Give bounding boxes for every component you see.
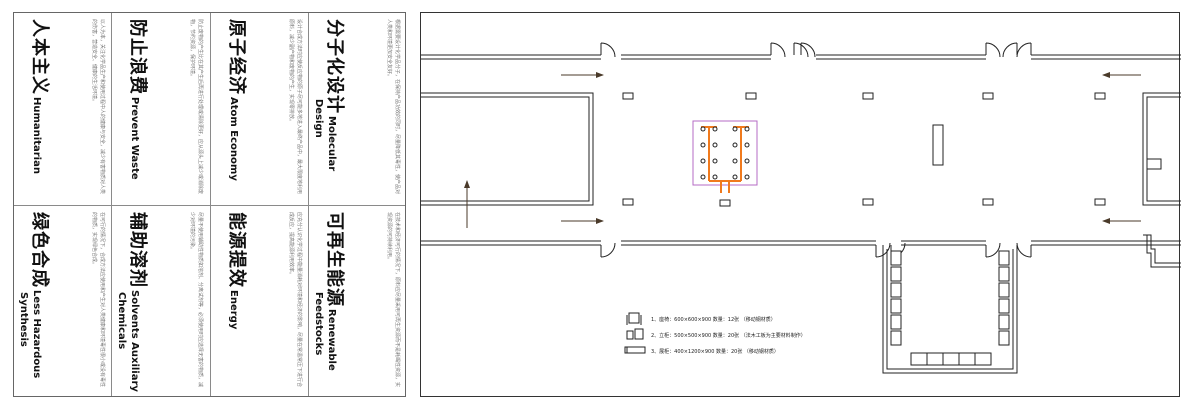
principle-title: 能源提效Energy	[226, 212, 247, 330]
principle-card-energy: 应充分认识化学过程中能量消耗对环境和经济的影响，尽量在常温常压下进行合成反应，提…	[211, 206, 309, 398]
principle-description: 尽量不使用辅助性物质如溶剂、分离试剂等，必须使用时应选择无害的物质，减少对环境的…	[189, 212, 203, 388]
display-cabinet	[890, 250, 1010, 366]
chair-icon	[626, 312, 642, 325]
principle-card-renewable-feedstocks: 在技术和经济可行的情况下，原料应尽量采用可再生资源而不是耗竭性资源，实现资源的可…	[309, 206, 407, 398]
principle-description: 以人为本，关注化学品生产和使用过程中人的健康与安全，减少有害物质对人类的伤害，营…	[91, 19, 105, 195]
board-divider	[308, 13, 309, 396]
flow-arrow-icon	[464, 72, 1141, 228]
lower-wall	[421, 240, 1181, 246]
showcase-icon	[624, 346, 646, 354]
principle-card-humanitarian: 以人为本，关注化学品生产和使用过程中人的健康与安全，减少有害物质对人类的伤害，营…	[14, 13, 112, 205]
principle-description: 设计合成方法时应使反应物的原子尽可能多地进入最终产品中，最大限度地利用原料，减少…	[288, 19, 302, 195]
pipe-network	[701, 126, 749, 193]
door-icon	[600, 42, 1032, 58]
principle-card-prevent-waste: 防止废物的产生比在其产生后再进行处理或清除更好，应从源头上减少或消除废物，节约资…	[112, 13, 210, 205]
legend-item: 2、立柜：500×500×900 数量：20张 （法木工板为主要材料制作）	[651, 332, 806, 339]
legend: 1、座椅：600×600×900 数量：12张 （移动钢材质） 2、立柜：500…	[624, 312, 806, 355]
principle-title: 防止浪费Prevent Waste	[127, 19, 148, 180]
floor-plan-drawing: 1、座椅：600×600×900 数量：12张 （移动钢材质） 2、立柜：500…	[421, 42, 1181, 374]
floor-plan: 1、座椅：600×600×900 数量：12张 （移动钢材质） 2、立柜：500…	[420, 12, 1181, 397]
cabinet-icon	[626, 328, 644, 340]
principle-title: 原子经济Atom Economy	[226, 19, 247, 181]
legend-item: 3、展柜：400×1200×900 数量：20张 （移动钢材质）	[651, 348, 779, 355]
principle-description: 在可行的情况下，合成方法应使用和产生对人类健康和环境毒性很小或没有毒性的物质，实…	[91, 212, 105, 388]
principle-description: 根据需要设计化学品分子，在保持产品功效的同时，尽量降低其毒性，使产品对人类和环境…	[386, 19, 400, 195]
board-divider	[111, 13, 112, 396]
legend-item: 1、座椅：600×600×900 数量：12张 （移动钢材质）	[651, 316, 776, 323]
principle-title: 人本主义Humanitarian	[29, 19, 50, 174]
right-room	[1142, 92, 1181, 206]
principle-card-less-hazardous-synthesis: 在可行的情况下，合成方法应使用和产生对人类健康和环境毒性很小或没有毒性的物质，实…	[14, 206, 112, 398]
principle-description: 防止废物的产生比在其产生后再进行处理或清除更好，应从源头上减少或消除废物，节约资…	[189, 19, 203, 195]
principle-card-atom-economy: 设计合成方法时应使反应物的原子尽可能多地进入最终产品中，最大限度地利用原料，减少…	[211, 13, 309, 205]
stair-notch	[1143, 234, 1181, 268]
outlet-node	[700, 126, 750, 180]
board-divider	[210, 13, 211, 396]
principle-card-molecular-design: 根据需要设计化学品分子，在保持产品功效的同时，尽量降低其毒性，使产品对人类和环境…	[309, 13, 407, 205]
principles-board: 根据需要设计化学品分子，在保持产品功效的同时，尽量降低其毒性，使产品对人类和环境…	[13, 12, 406, 397]
principle-card-solvents-auxiliary: 尽量不使用辅助性物质如溶剂、分离试剂等，必须使用时应选择无害的物质，减少对环境的…	[112, 206, 210, 398]
principle-description: 在技术和经济可行的情况下，原料应尽量采用可再生资源而不是耗竭性资源，实现资源的可…	[386, 212, 400, 388]
principle-description: 应充分认识化学过程中能量消耗对环境和经济的影响，尽量在常温常压下进行合成反应，提…	[288, 212, 302, 388]
column-marker	[622, 92, 1106, 207]
board-divider	[14, 205, 405, 206]
exhibition-room	[882, 245, 1018, 374]
experiment-zone-outline	[692, 120, 758, 186]
left-room	[421, 92, 594, 206]
upper-wall	[421, 54, 1181, 60]
